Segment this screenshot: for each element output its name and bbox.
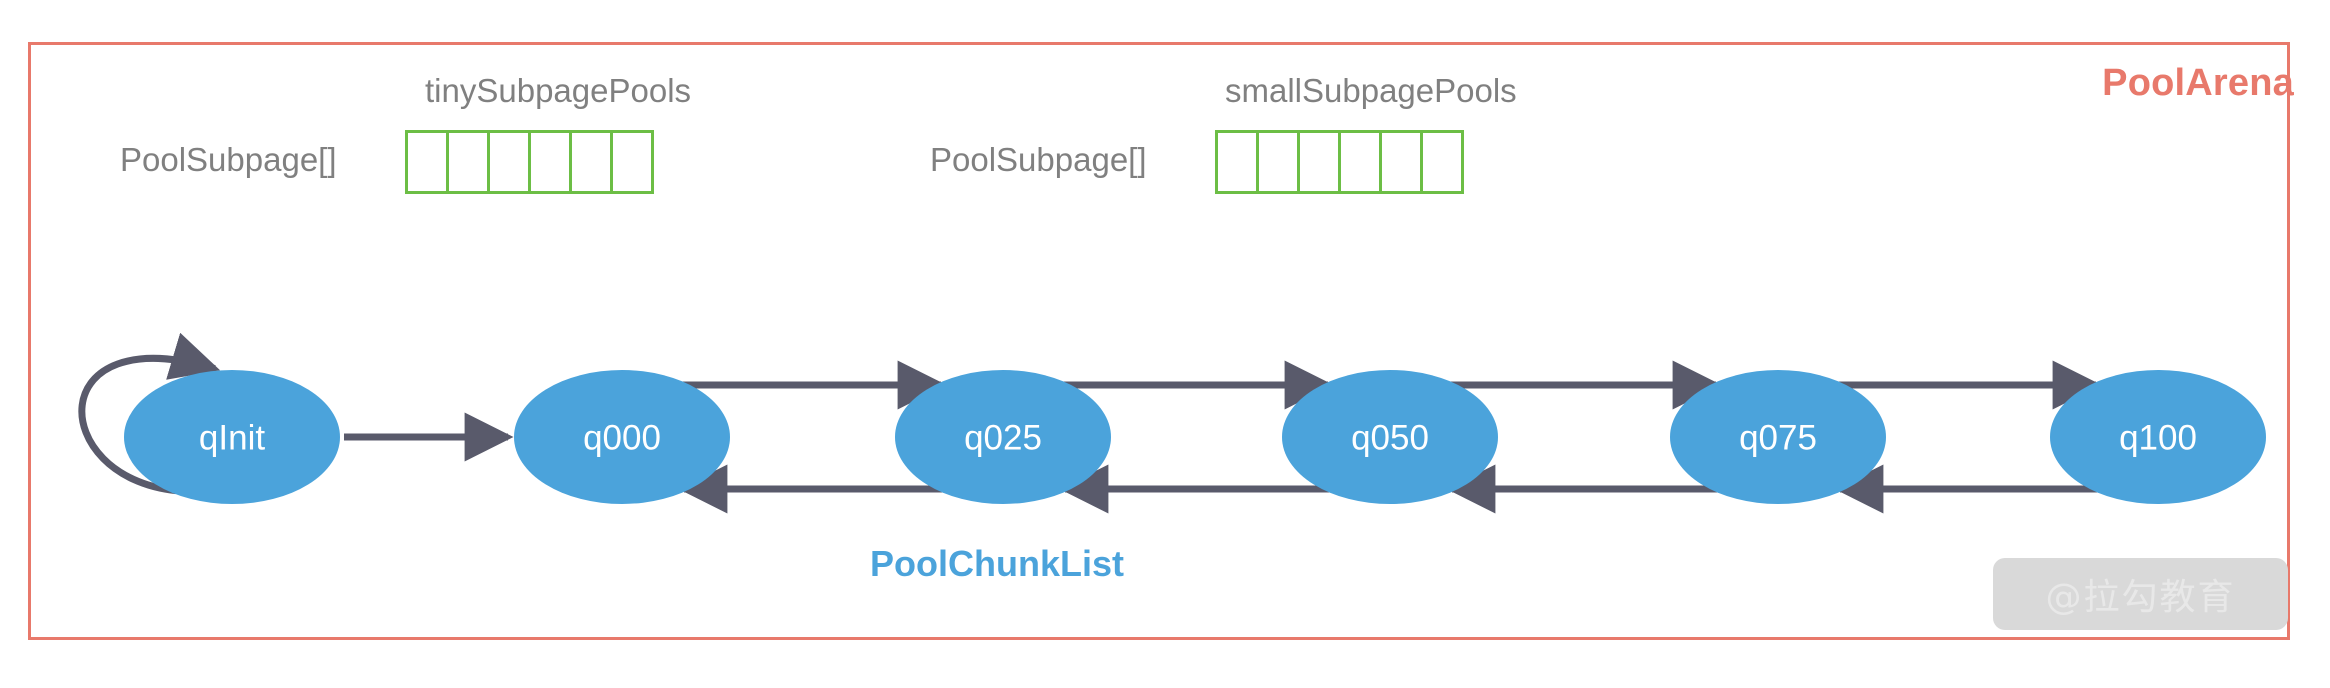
subpage-pool-cell[interactable]	[1218, 133, 1259, 191]
subpage-pool-cell[interactable]	[1300, 133, 1341, 191]
small-subpage-pools-caption: smallSubpagePools	[1225, 72, 1517, 109]
subpage-pool-cell[interactable]	[531, 133, 572, 191]
tiny-subpage-pools-caption: tinySubpagePools	[425, 72, 692, 109]
subpage-pool-cell[interactable]	[1341, 133, 1382, 191]
subpage-pool-cell[interactable]	[449, 133, 490, 191]
pool-chunk-list-title: PoolChunkList	[0, 543, 2330, 585]
subpage-pool-cell[interactable]	[613, 133, 651, 191]
pool-arena-title: PoolArena	[2102, 62, 2294, 104]
watermark-text: @拉勾教育	[2045, 577, 2236, 618]
subpage-pool-cell[interactable]	[408, 133, 449, 191]
subpage-pool-cell[interactable]	[572, 133, 613, 191]
pool-arena-frame	[28, 42, 2290, 640]
small-subpage-pools-type-label: PoolSubpage[]	[930, 141, 1147, 178]
subpage-pool-cell[interactable]	[1382, 133, 1423, 191]
watermark-badge: @拉勾教育	[1993, 558, 2288, 630]
subpage-pool-cell[interactable]	[1423, 133, 1461, 191]
tiny-subpage-pools-array	[405, 130, 654, 194]
tiny-subpage-pools-type-label: PoolSubpage[]	[120, 141, 337, 178]
subpage-pool-cell[interactable]	[1259, 133, 1300, 191]
pool-chunk-list-title-text: PoolChunkList	[870, 543, 1124, 584]
subpage-pool-cell[interactable]	[490, 133, 531, 191]
small-subpage-pools-array	[1215, 130, 1464, 194]
